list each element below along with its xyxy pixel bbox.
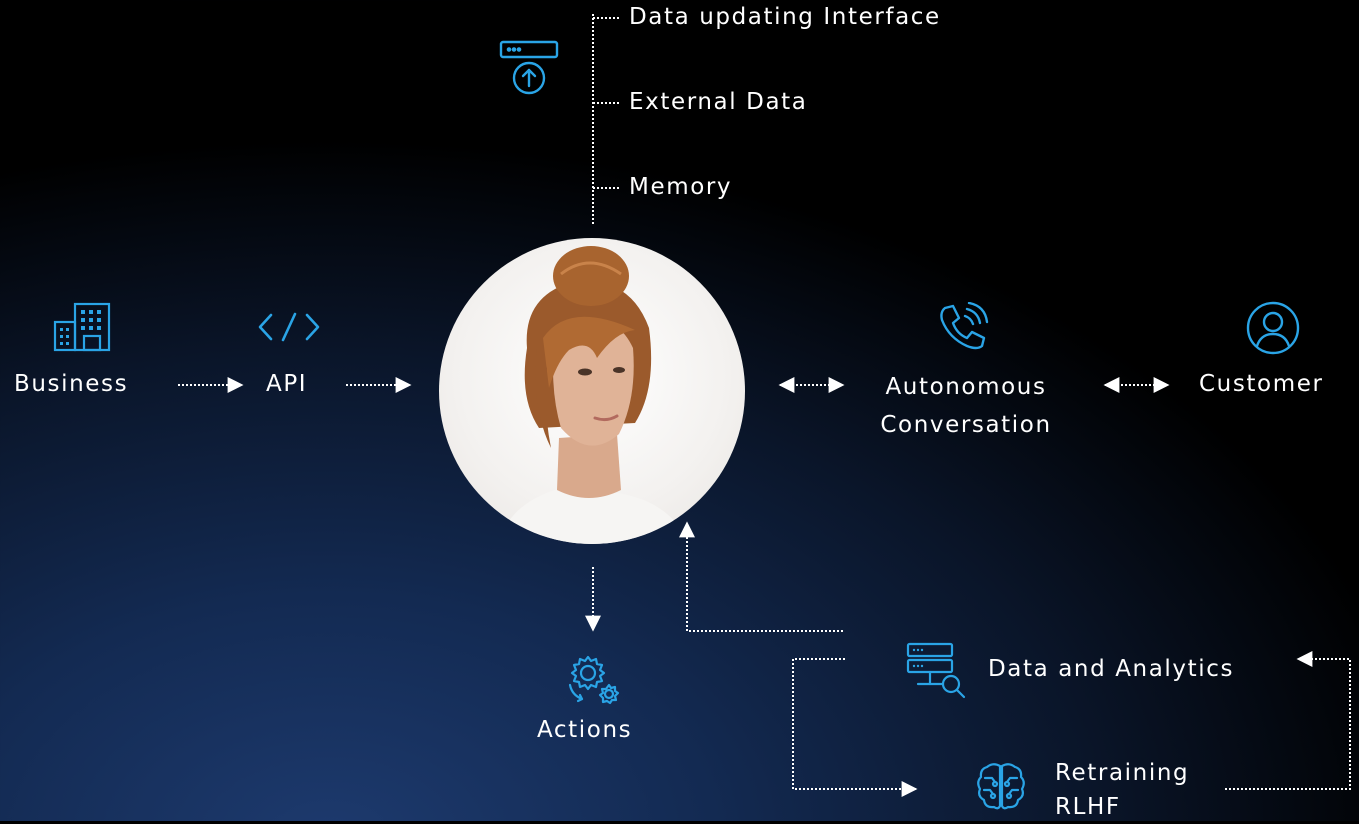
label-data-analytics: Data and Analytics <box>988 656 1235 682</box>
label-external-data: External Data <box>629 89 808 115</box>
gears-icon <box>568 655 620 705</box>
label-memory: Memory <box>629 174 733 200</box>
label-autonomous-line1: Autonomous <box>885 374 1047 400</box>
label-retraining-line2: RLHF <box>1055 794 1121 820</box>
label-customer: Customer <box>1199 371 1324 397</box>
label-actions: Actions <box>537 717 633 743</box>
label-retraining-line1: Retraining <box>1055 760 1190 786</box>
phone-call-icon <box>940 302 989 350</box>
label-data-updating-interface: Data updating Interface <box>629 4 941 30</box>
label-api: API <box>266 371 308 397</box>
upload-server-icon <box>499 40 559 95</box>
avatar-portrait <box>499 246 689 544</box>
arrow-analytics-avatar <box>679 521 843 632</box>
label-business: Business <box>14 371 129 397</box>
code-icon <box>258 312 320 342</box>
arrow-retraining-analytics <box>1225 651 1351 790</box>
label-autonomous: Autonomous Conversation <box>856 368 1076 444</box>
label-retraining: Retraining RLHF <box>1055 756 1189 824</box>
avatar <box>439 238 745 544</box>
building-icon <box>53 302 111 352</box>
label-autonomous-line2: Conversation <box>880 412 1052 438</box>
arrow-analytics-retraining <box>792 658 918 797</box>
brain-circuit-icon <box>977 763 1025 810</box>
server-search-icon <box>906 642 966 699</box>
user-icon <box>1246 301 1300 355</box>
